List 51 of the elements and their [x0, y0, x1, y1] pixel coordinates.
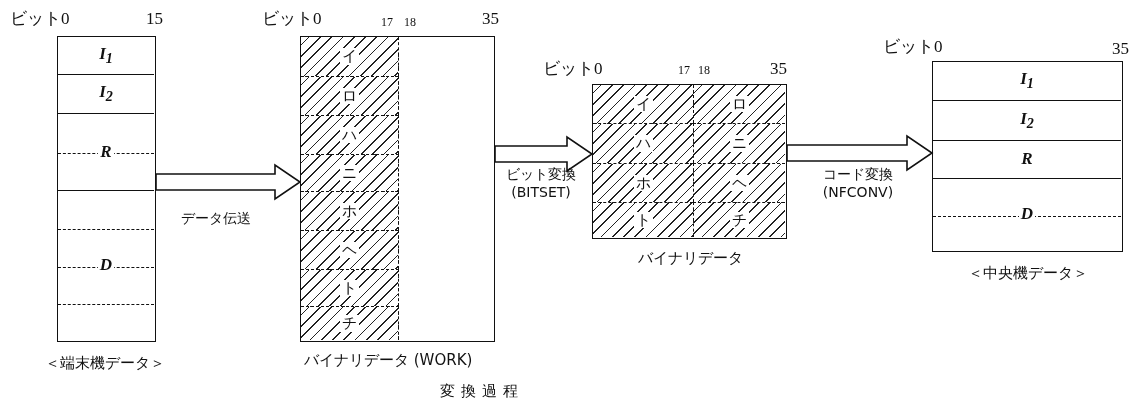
table-cell: I$_{1}$ — [58, 37, 154, 74]
table-cell: イ — [301, 37, 399, 76]
data-table — [57, 36, 156, 342]
table-cell: ハ — [593, 123, 693, 163]
table-caption: ＜端末機データ＞ — [45, 355, 165, 372]
table-cell: R — [933, 140, 1121, 178]
table-cell: I$_{2}$ — [933, 100, 1121, 140]
table-cell: ニ — [693, 123, 785, 163]
block-arrow — [155, 163, 302, 201]
table-cell: R — [58, 113, 154, 190]
bit-number: 18 — [404, 16, 416, 28]
data-table — [932, 61, 1123, 252]
table-cell: ホ — [593, 163, 693, 202]
table-cell: I$_{2}$ — [58, 74, 154, 113]
bit-number: 17 — [381, 16, 393, 28]
bit-number: ビット0 — [262, 10, 322, 27]
table-cell: ト — [301, 269, 399, 306]
table-cell: ト — [593, 202, 693, 237]
table-cell: ホ — [301, 191, 399, 230]
bit-number: ビット0 — [543, 60, 603, 77]
bit-number: 18 — [698, 64, 710, 76]
table-cell: D — [933, 178, 1121, 250]
table-cell: チ — [693, 202, 785, 237]
table-cell: チ — [301, 306, 399, 340]
edge-label: コード変換 (NFCONV) — [821, 166, 895, 201]
table-cell: I$_{1}$ — [933, 62, 1121, 100]
table-cell: ロ — [301, 76, 399, 115]
table-cell: ロ — [693, 85, 785, 123]
table-caption: バイナリデータ (WORK) — [304, 352, 473, 369]
table-caption: ＜中央機データ＞ — [968, 265, 1088, 282]
figure-caption: 変換過程 — [440, 383, 524, 400]
table-cell: ハ — [301, 115, 399, 154]
bit-number: 17 — [678, 64, 690, 76]
bit-number: 35 — [482, 10, 499, 27]
data-table — [300, 36, 495, 342]
table-cell: イ — [593, 85, 693, 123]
block-arrow — [494, 135, 594, 173]
bit-number: 35 — [1112, 40, 1129, 57]
bit-number: ビット0 — [883, 38, 943, 55]
edge-label: データ伝送 — [180, 210, 252, 228]
edge-label: ビット変換 (BITSET) — [505, 166, 577, 201]
bit-number: 15 — [146, 10, 163, 27]
table-cell: D — [58, 190, 154, 340]
table-cell: ヘ — [693, 163, 785, 202]
block-arrow — [786, 134, 934, 172]
data-table — [592, 84, 787, 239]
table-caption: バイナリデータ — [637, 250, 743, 267]
table-cell: ヘ — [301, 230, 399, 269]
bit-number: 35 — [770, 60, 787, 77]
bit-number: ビット0 — [10, 10, 70, 27]
table-cell: ニ — [301, 154, 399, 191]
